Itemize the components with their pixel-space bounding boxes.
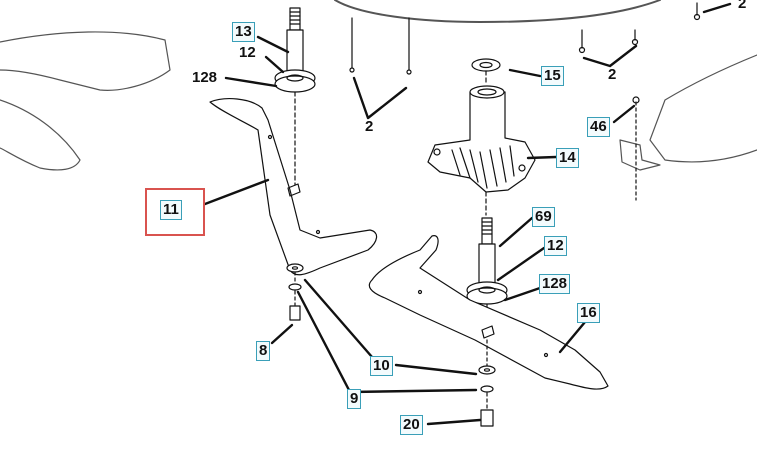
callout-13[interactable]: 13: [232, 22, 255, 42]
callout-9[interactable]: 9: [347, 389, 362, 409]
highlight-box: [145, 188, 205, 236]
right-hardware: [478, 339, 496, 427]
callout-128-bottom[interactable]: 128: [539, 274, 571, 294]
deck-right-outline: [649, 54, 757, 163]
callout-10[interactable]: 10: [370, 356, 393, 376]
blade-left-hole: [267, 134, 273, 140]
callout-128-top[interactable]: 128: [192, 69, 218, 86]
callout-2-top[interactable]: 2: [738, 0, 747, 12]
spindle-housing: [427, 58, 536, 216]
callout-12-bottom[interactable]: 12: [544, 236, 567, 256]
deck-top-plate: [334, 0, 661, 23]
deck-bolts-top: [349, 2, 701, 75]
callout-2-left[interactable]: 2: [365, 118, 374, 135]
callout-8[interactable]: 8: [256, 341, 271, 361]
spindle-shaft-top: [274, 7, 316, 186]
leader-lines: [203, 2, 732, 426]
deck-left-lower: [0, 99, 81, 171]
blade-left: [209, 98, 378, 276]
callout-16[interactable]: 16: [577, 303, 600, 323]
callout-69[interactable]: 69: [532, 207, 555, 227]
left-hardware: [286, 263, 304, 321]
deck-left-outline: [0, 31, 171, 91]
spindle-shaft-bottom: [466, 217, 508, 326]
callout-14[interactable]: 14: [556, 148, 579, 168]
deck-right-bracket: [619, 139, 661, 171]
callout-11[interactable]: 11: [160, 200, 182, 220]
bolt-46: [632, 96, 640, 201]
callout-12-top[interactable]: 12: [239, 44, 256, 61]
callout-15[interactable]: 15: [541, 66, 564, 86]
blade-right: [368, 235, 609, 390]
callout-2-mid[interactable]: 2: [608, 66, 617, 83]
callout-46[interactable]: 46: [587, 117, 610, 137]
callout-20[interactable]: 20: [400, 415, 423, 435]
